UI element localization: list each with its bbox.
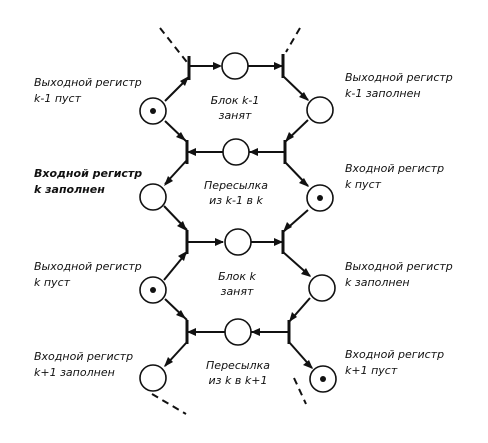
place-left-4 — [139, 364, 167, 392]
arrowhead — [285, 132, 294, 142]
label-left-3-line2: k пуст — [34, 276, 71, 289]
arrowhead — [187, 148, 196, 156]
label-left-1-line1: Выходной регистр — [34, 76, 142, 89]
dashed-entry-left — [159, 27, 191, 67]
place-center-3 — [224, 228, 252, 256]
arrowhead — [187, 328, 196, 336]
token-right_2 — [317, 195, 323, 201]
arrowhead — [164, 357, 173, 367]
token-right_4 — [320, 376, 326, 382]
arrowhead — [283, 222, 292, 232]
arrowhead — [249, 148, 258, 156]
dashed-exit-right — [293, 377, 307, 405]
label-center-4-line1: Пересылка — [206, 359, 270, 372]
label-center-2-line1: Пересылка — [204, 179, 268, 192]
arrowhead — [251, 328, 260, 336]
arrowhead — [178, 251, 187, 261]
label-right-3-line1: Выходной регистр — [345, 260, 453, 273]
token-left_1 — [150, 108, 156, 114]
arrowhead — [176, 132, 186, 141]
label-right-4-line2: k+1 пуст — [345, 364, 398, 377]
arrowhead — [213, 62, 222, 70]
label-center-1-line2: занят — [219, 109, 252, 122]
place-left-2 — [139, 183, 167, 211]
label-right-2-line1: Входной регистр — [345, 162, 444, 175]
arrowhead — [303, 360, 313, 369]
label-left-4-line2: k+1 заполнен — [34, 366, 115, 379]
label-right-1-line1: Выходной регистр — [345, 71, 453, 84]
label-center-3-line2: занят — [221, 285, 254, 298]
dashed-exit-left — [151, 393, 187, 415]
place-right-3 — [308, 274, 336, 302]
arrowhead — [299, 178, 309, 187]
label-right-1-line2: k-1 заполнен — [345, 87, 421, 100]
arrowhead — [215, 238, 224, 246]
arrowhead — [177, 221, 187, 231]
label-right-4-line1: Входной регистр — [345, 348, 444, 361]
place-center-4 — [224, 318, 252, 346]
token-left_3 — [150, 287, 156, 293]
label-left-4-line1: Входной регистр — [34, 350, 133, 363]
arrowhead — [299, 92, 309, 101]
arrowhead — [289, 312, 297, 322]
label-left-1-line2: k-1 пуст — [34, 92, 82, 105]
arrowhead — [176, 310, 186, 319]
label-left-2-line2: k заполнен — [34, 183, 105, 196]
dashed-entry-right — [285, 27, 301, 53]
arrowhead — [180, 76, 189, 86]
label-left-3-line1: Выходной регистр — [34, 260, 142, 273]
label-center-4-line2: из k в k+1 — [209, 374, 268, 387]
place-center-2 — [222, 138, 250, 166]
arrowhead — [274, 238, 283, 246]
label-right-3-line2: k заполнен — [345, 276, 410, 289]
arrowhead — [274, 62, 283, 70]
label-center-2-line2: из k-1 в k — [209, 194, 263, 207]
place-center-1 — [221, 52, 249, 80]
label-center-1-line1: Блок k-1 — [211, 94, 260, 107]
arrowhead — [164, 176, 173, 186]
arrowhead — [301, 268, 311, 277]
label-left-2-line1: Входной регистр — [34, 167, 142, 180]
label-right-2-line2: k пуст — [345, 178, 382, 191]
place-right-1 — [306, 96, 334, 124]
label-center-3-line1: Блок k — [218, 270, 256, 283]
